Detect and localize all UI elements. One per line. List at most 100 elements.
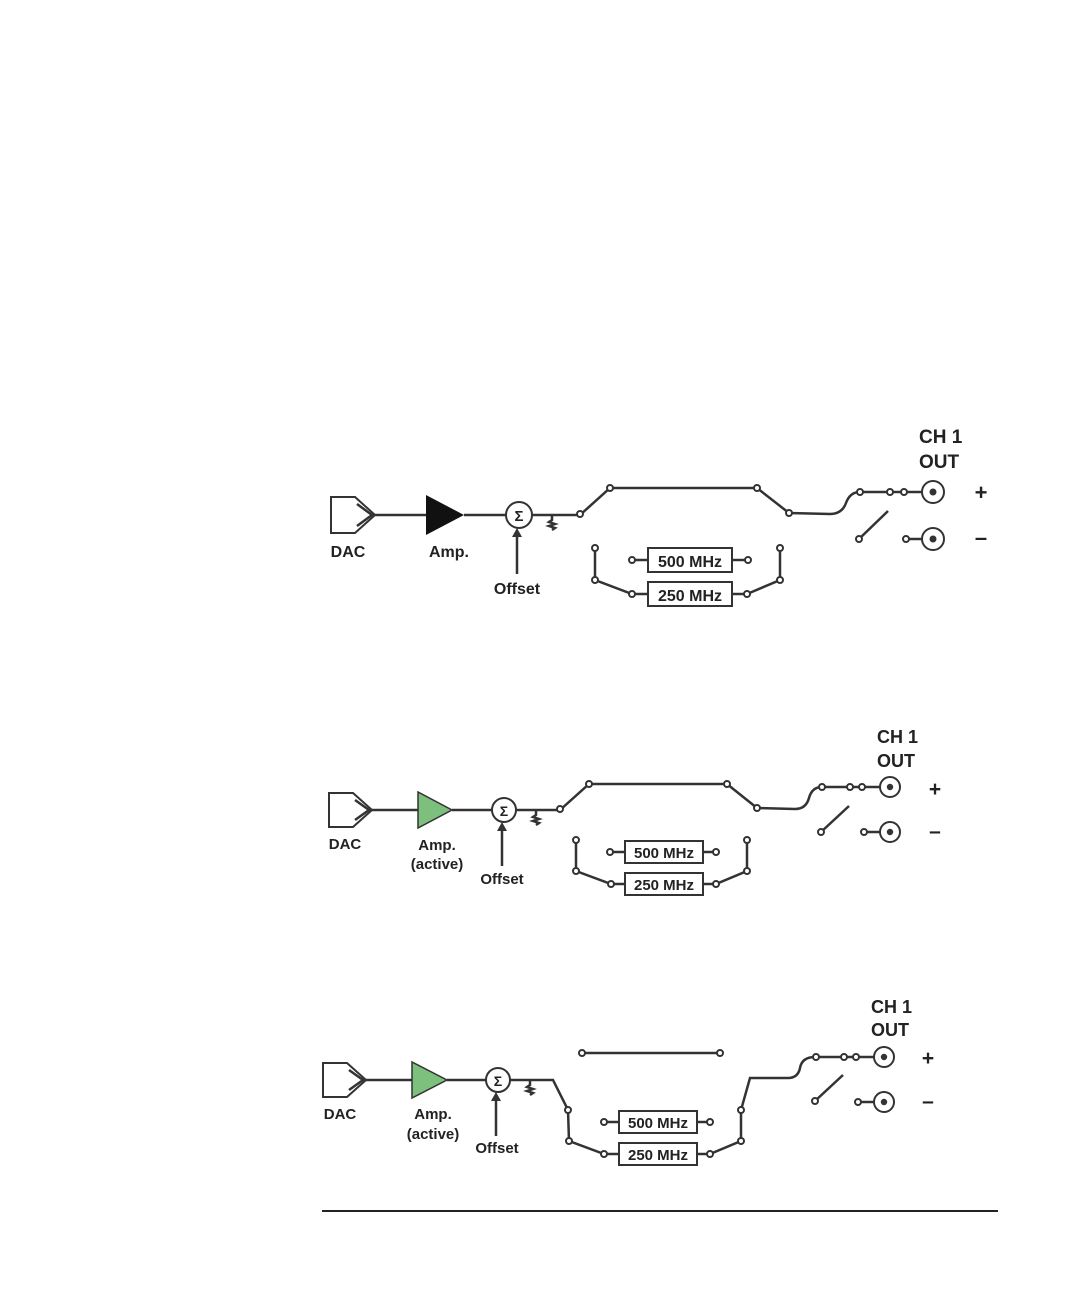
switch-node [861, 829, 867, 835]
minus-label: – [975, 525, 987, 550]
switch-node [744, 591, 750, 597]
channel-label-line2: OUT [871, 1020, 909, 1040]
filter-branch-left [595, 548, 648, 594]
offset-label: Offset [475, 1140, 518, 1157]
switch-node [744, 837, 750, 843]
switch-node [565, 1107, 571, 1113]
output-switch [859, 511, 888, 539]
switch-node [847, 784, 853, 790]
switch-node [856, 536, 862, 542]
dac-label: DAC [331, 544, 366, 561]
switch-node [707, 1119, 713, 1125]
diagram-2: Σ Offset 500 MHz 250 MHz [329, 727, 941, 895]
amp-label: Amp. [418, 837, 456, 854]
switch-node [777, 577, 783, 583]
switch-node [859, 784, 865, 790]
dac-symbol [329, 793, 372, 827]
channel-label-line1: CH 1 [877, 727, 918, 747]
dac-symbol [331, 497, 375, 533]
channel-label-line1: CH 1 [919, 427, 963, 448]
filter-branch-right [732, 548, 780, 594]
switch-node [592, 577, 598, 583]
offset-label: Offset [480, 871, 523, 888]
filter-250-label: 250 MHz [634, 877, 694, 894]
plus-connector-center [930, 489, 937, 496]
switch-node [608, 881, 614, 887]
filter-250-label: 250 MHz [628, 1147, 688, 1164]
plus-connector-center [887, 784, 893, 790]
minus-connector-center [930, 536, 937, 543]
footer-divider [322, 1210, 998, 1212]
switch-node [813, 1054, 819, 1060]
switch-node [629, 591, 635, 597]
switch-node [592, 545, 598, 551]
switch-node [841, 1054, 847, 1060]
channel-label-line2: OUT [919, 452, 960, 473]
switch-node [777, 545, 783, 551]
switch-node [887, 489, 893, 495]
switch-node [903, 536, 909, 542]
switch-node [573, 837, 579, 843]
termination-resistor [527, 1080, 533, 1095]
plus-connector-center [881, 1054, 887, 1060]
switch-node [738, 1107, 744, 1113]
sigma-symbol: Σ [514, 508, 523, 525]
switch-node [579, 1050, 585, 1056]
filter-500-label: 500 MHz [628, 1115, 688, 1132]
dac-symbol [323, 1063, 366, 1097]
minus-label: – [922, 1090, 934, 1113]
switch-node [601, 1119, 607, 1125]
switch-node [707, 1151, 713, 1157]
termination-resistor [549, 515, 555, 530]
switch-node [754, 805, 760, 811]
switch-node [901, 489, 907, 495]
switch-node [557, 806, 563, 812]
switch-node [812, 1098, 818, 1104]
amp-state-label: (active) [407, 1126, 460, 1143]
switch-node [586, 781, 592, 787]
switch-node [818, 829, 824, 835]
switch-node [855, 1099, 861, 1105]
switch-node [629, 557, 635, 563]
filter-branch-left [576, 840, 625, 884]
switch-node [819, 784, 825, 790]
plus-label: + [929, 778, 941, 801]
switch-node [754, 485, 760, 491]
diagram-1: Σ Offset 500 MHz 250 MHz [331, 427, 988, 606]
plus-label: + [975, 480, 988, 505]
switch-node [724, 781, 730, 787]
switch-node [744, 868, 750, 874]
minus-label: – [929, 820, 941, 843]
switch-node [713, 881, 719, 887]
switch-node [607, 485, 613, 491]
switch-node [577, 511, 583, 517]
dac-label: DAC [329, 836, 362, 853]
switch-node [745, 557, 751, 563]
amp-label: Amp. [414, 1106, 452, 1123]
offset-arrowhead [497, 822, 507, 831]
offset-arrowhead [512, 528, 522, 537]
filter-branch-right [703, 840, 747, 884]
switch-node [738, 1138, 744, 1144]
amp-triangle [426, 495, 464, 535]
amp-state-label: (active) [411, 856, 464, 873]
offset-arrowhead [491, 1092, 501, 1101]
output-switch [821, 806, 849, 832]
plus-label: + [922, 1047, 934, 1070]
sigma-symbol: Σ [500, 803, 508, 819]
amp-triangle [412, 1062, 447, 1098]
switch-node [786, 510, 792, 516]
filter-250-label: 250 MHz [658, 588, 722, 605]
termination-resistor [533, 810, 539, 825]
filtered-path-wire-right [697, 1057, 874, 1154]
switch-node [713, 849, 719, 855]
filter-500-label: 500 MHz [634, 845, 694, 862]
channel-label-line2: OUT [877, 751, 915, 771]
channel-label-line1: CH 1 [871, 997, 912, 1017]
minus-connector-center [887, 829, 893, 835]
output-switch [815, 1075, 843, 1101]
dac-label: DAC [324, 1106, 357, 1123]
switch-node [717, 1050, 723, 1056]
filter-500-label: 500 MHz [658, 554, 722, 571]
